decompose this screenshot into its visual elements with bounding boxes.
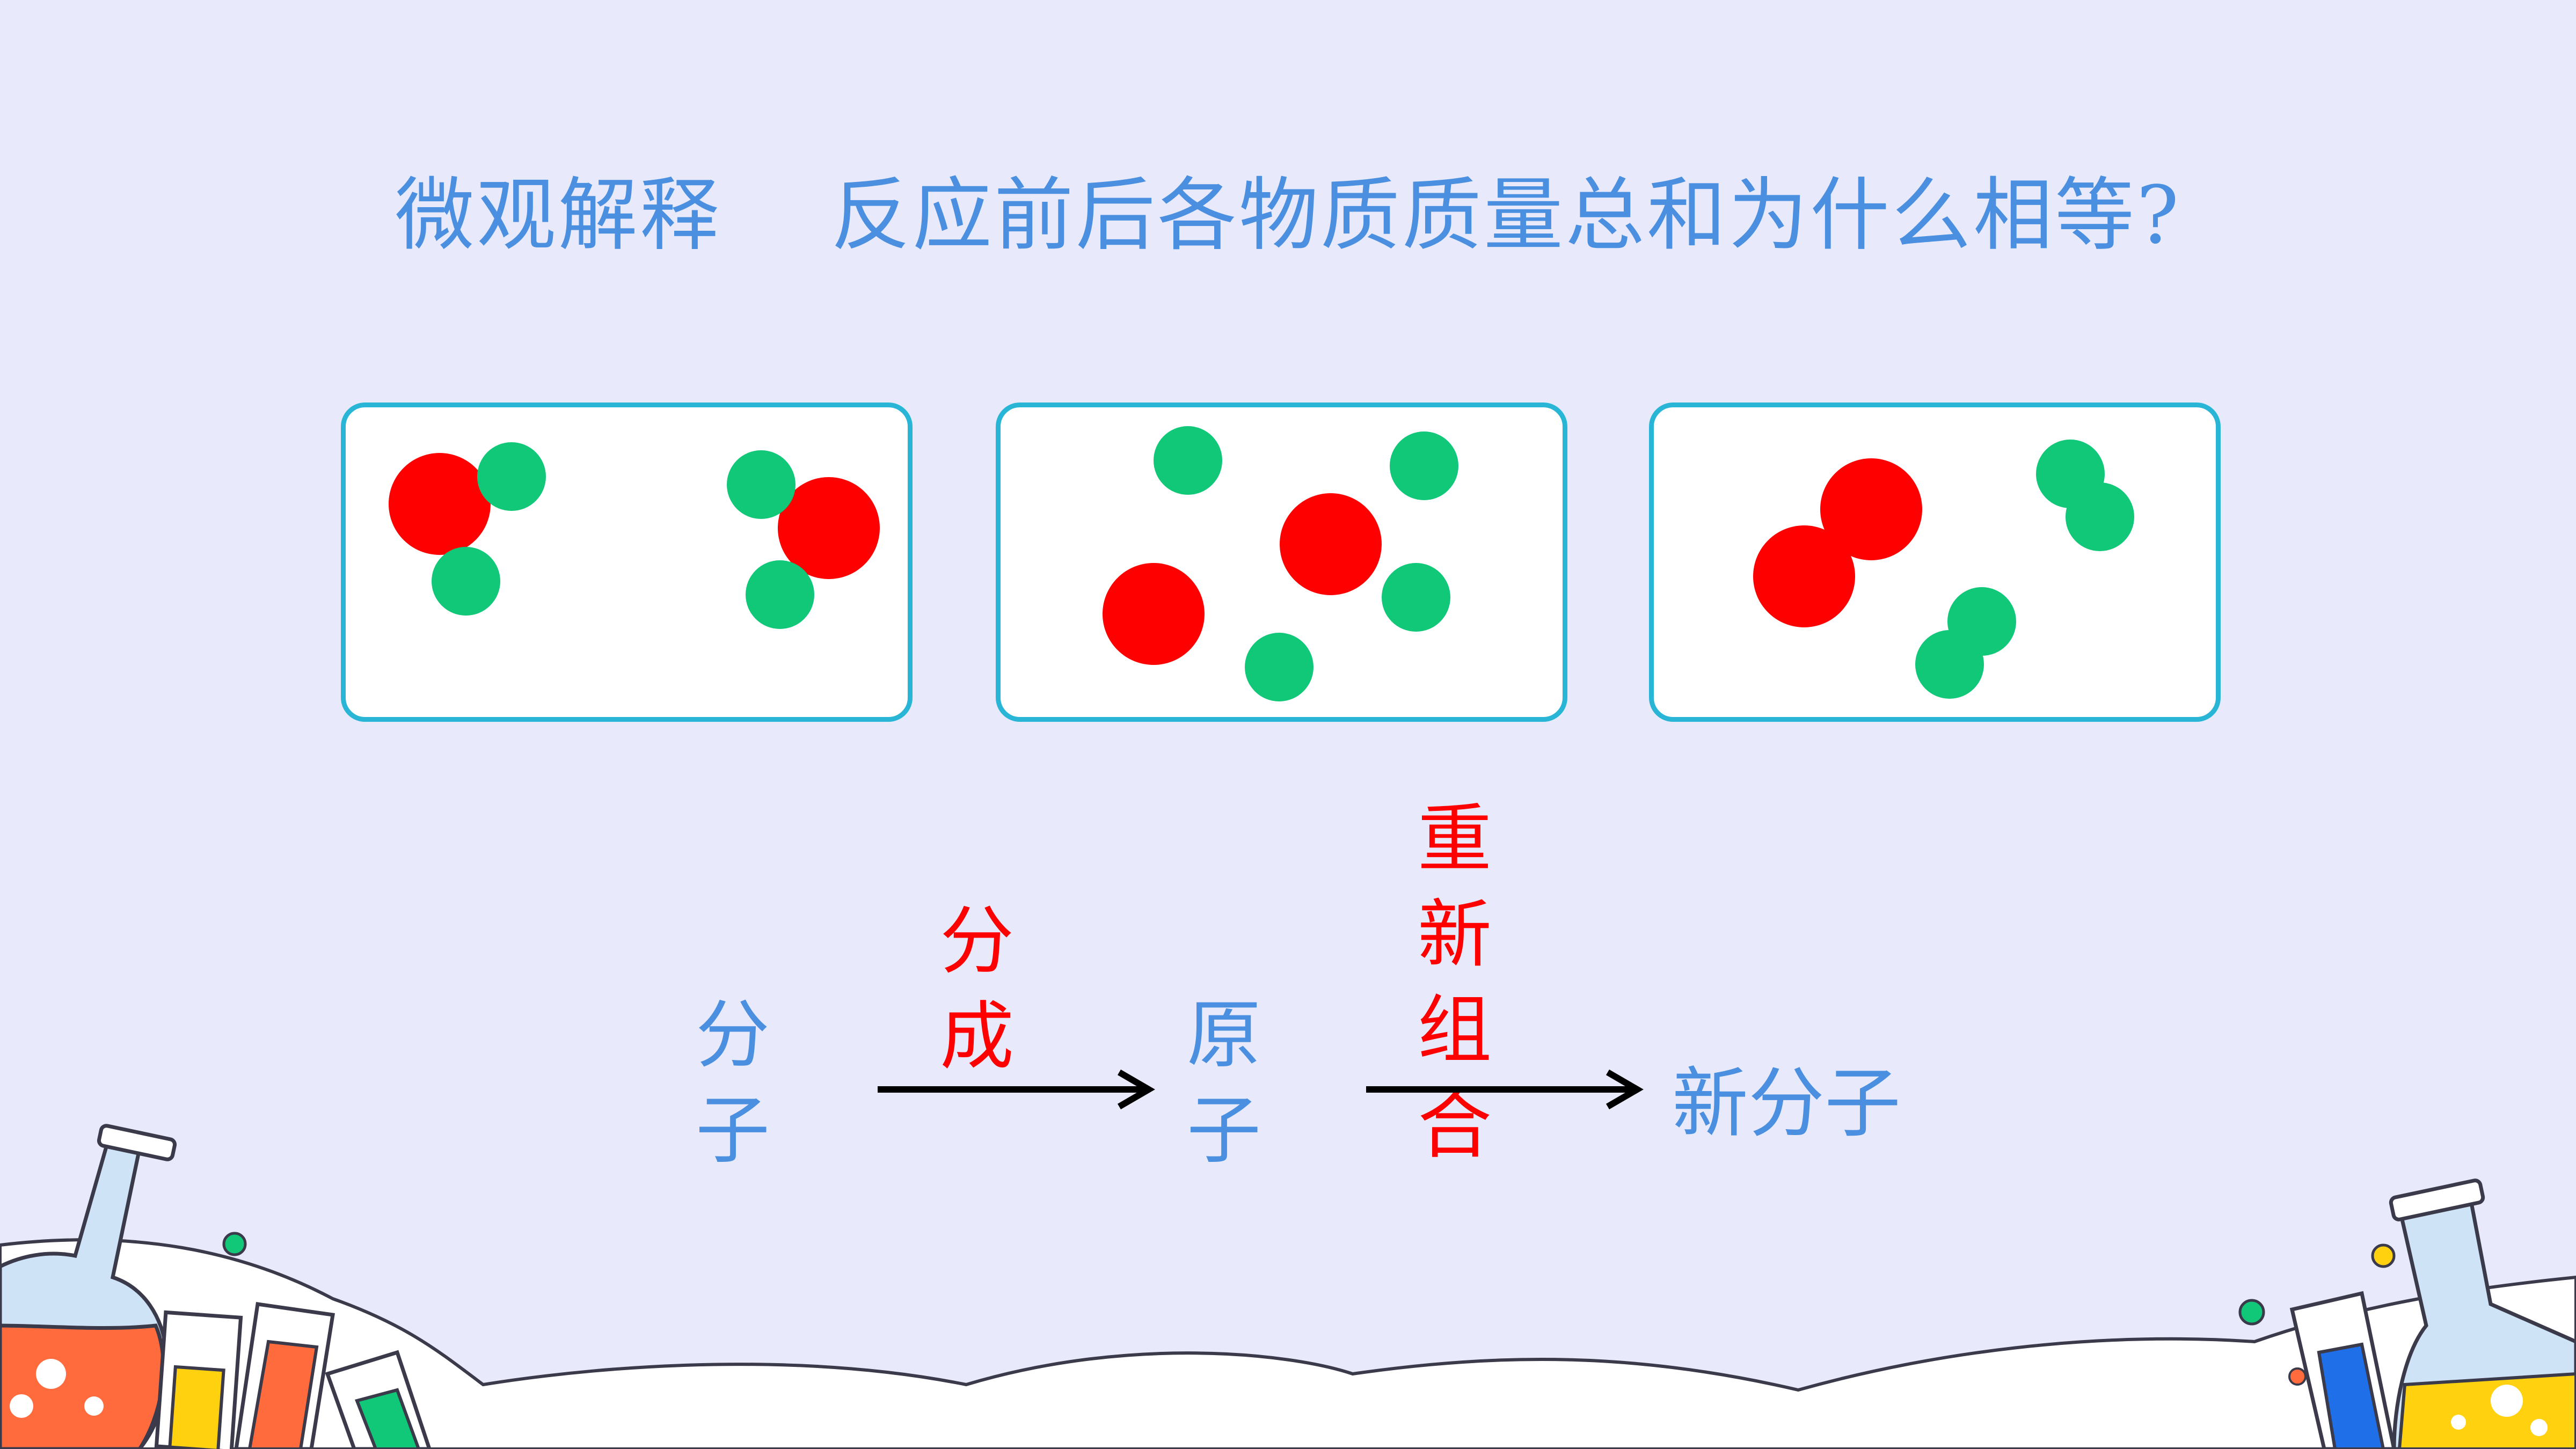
recombine-label: 重 新 组 合 xyxy=(1417,796,1492,1169)
hydrogen-atom xyxy=(432,547,500,616)
panel-reactants xyxy=(341,402,913,722)
hydrogen-atom xyxy=(1245,633,1313,701)
oxygen-atom xyxy=(1753,525,1855,627)
test-tube-icon xyxy=(234,1302,335,1449)
round-flask-icon xyxy=(0,1124,177,1449)
title-right: 反应前后各物质质量总和为什么相等? xyxy=(830,169,2181,261)
panel-atoms xyxy=(996,402,1567,722)
hydrogen-atom xyxy=(1382,563,1450,632)
oxygen-atom xyxy=(1103,563,1205,665)
hydrogen-atom xyxy=(1154,426,1222,495)
slide-title: 微观解释 反应前后各物质质量总和为什么相等? xyxy=(0,150,2576,266)
arrow-right-icon xyxy=(878,1069,1155,1110)
hydrogen-atom xyxy=(1390,431,1458,500)
title-left: 微观解释 xyxy=(395,169,721,261)
hydrogen-atom xyxy=(1915,630,1984,699)
hydrogen-atom xyxy=(727,450,796,519)
molecule-label: 分 子 xyxy=(695,992,770,1174)
hydrogen-atom xyxy=(746,560,814,629)
test-tube-icon xyxy=(154,1310,243,1449)
hydrogen-atom xyxy=(477,442,546,511)
hydrogen-atom xyxy=(2066,482,2134,551)
atom-label: 原 子 xyxy=(1186,992,1261,1174)
conical-flask-icon xyxy=(2389,1179,2576,1449)
test-tube-icon xyxy=(325,1350,432,1449)
oxygen-atom xyxy=(1280,493,1382,595)
oxygen-atom xyxy=(778,477,880,579)
split-label: 分 成 xyxy=(939,898,1014,1080)
new-molecule-label: 新分子 xyxy=(1672,1059,1901,1148)
arrow-right-icon xyxy=(1366,1069,1644,1110)
test-tube-icon xyxy=(2289,1291,2396,1449)
oxygen-atom xyxy=(389,453,491,555)
panel-products xyxy=(1649,402,2221,722)
